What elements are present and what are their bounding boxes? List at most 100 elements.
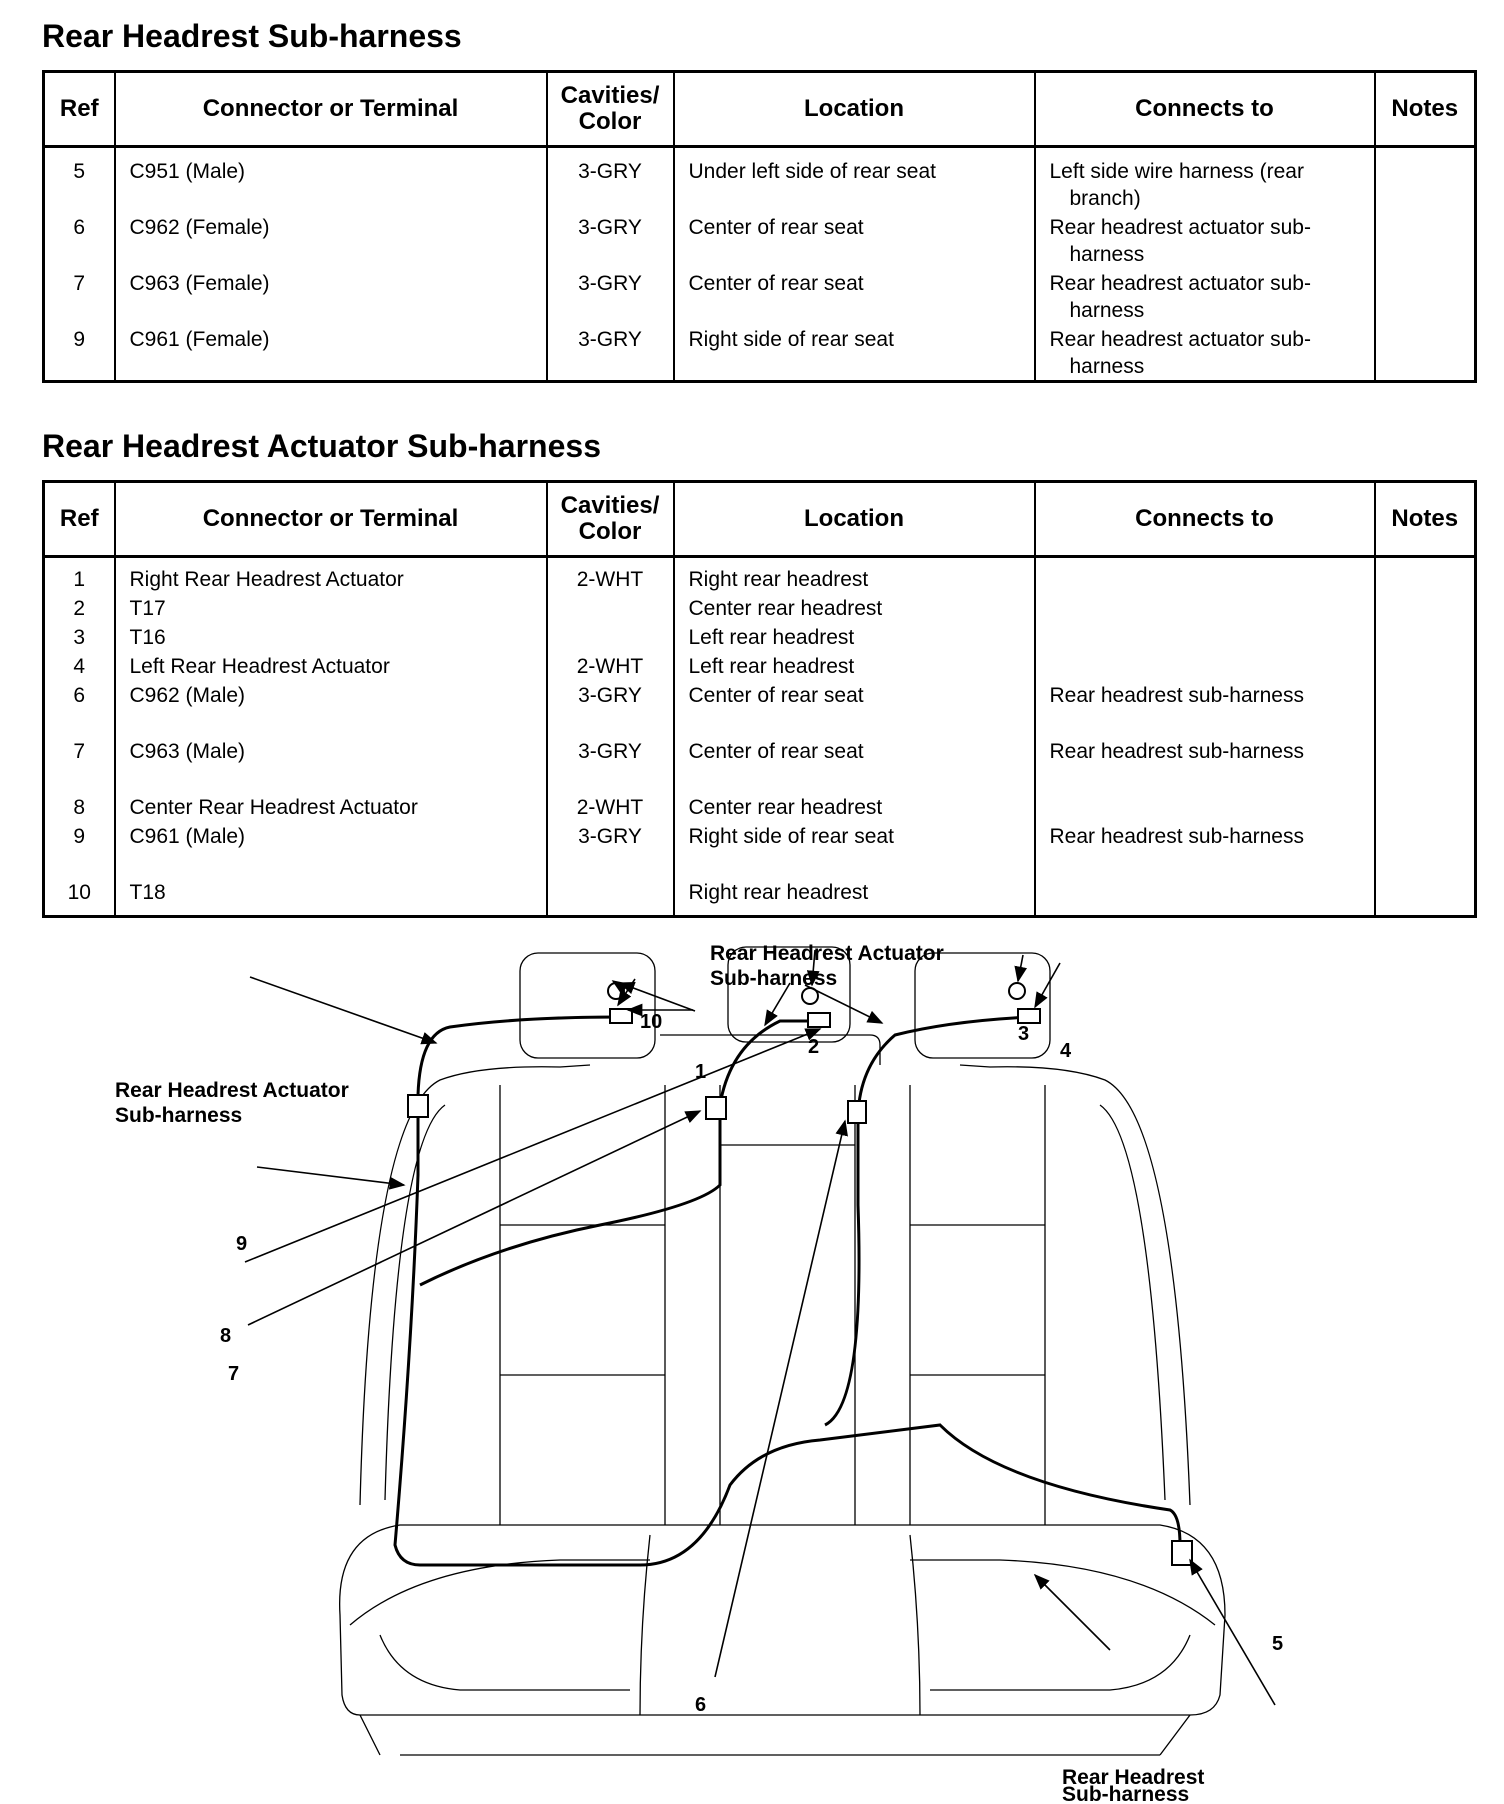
cell-notes bbox=[1373, 794, 1476, 823]
cell-ref: 6 bbox=[73, 684, 86, 707]
actuator-left-icon bbox=[1017, 1008, 1041, 1024]
cell-location: Center rear headrest bbox=[672, 595, 1035, 624]
table-header-row: Ref Connector or Terminal Cavities/ Colo… bbox=[43, 481, 1476, 558]
cell-location: Right rear headrest bbox=[672, 556, 1035, 595]
cell-location: Right rear headrest bbox=[672, 879, 1035, 917]
connectors bbox=[407, 982, 1193, 1566]
cell-location: Center of rear seat bbox=[672, 270, 1035, 326]
cell-ref: 8 bbox=[73, 796, 86, 819]
cell-location: Left rear headrest bbox=[672, 624, 1035, 653]
col-header-notes: Notes bbox=[1373, 481, 1476, 558]
label-headrest-bottom-line1: Rear Headrest bbox=[1062, 1766, 1204, 1789]
col-header-connects-to: Connects to bbox=[1033, 71, 1375, 148]
callout-4: 4 bbox=[1060, 1040, 1072, 1062]
callout-arrows bbox=[244, 949, 1276, 1706]
cell-ref: 5 bbox=[73, 160, 86, 183]
cell-connects-to bbox=[1033, 794, 1375, 823]
cell-cavities: 3-GRY bbox=[545, 214, 674, 270]
table-row: 2 T17 Center rear headrest bbox=[44, 595, 1476, 624]
cell-connector: C963 (Male) bbox=[113, 738, 547, 794]
actuator-right-icon bbox=[609, 1008, 633, 1024]
cell-location: Center of rear seat bbox=[672, 214, 1035, 270]
table-row: 4 Left Rear Headrest Actuator 2-WHT Left… bbox=[44, 653, 1476, 682]
cell-ref: 7 bbox=[73, 272, 86, 295]
cell-connects-to: Rear headrest actuator sub-harness bbox=[1033, 214, 1375, 270]
col-header-ref: Ref bbox=[43, 481, 115, 558]
cell-ref: 10 bbox=[67, 881, 91, 904]
cell-ref: 9 bbox=[73, 825, 86, 848]
cell-location: Center of rear seat bbox=[672, 738, 1035, 794]
headrest-subharness-table: Ref Connector or Terminal Cavities/ Colo… bbox=[42, 70, 1477, 383]
cell-connects-to: Rear headrest sub-harness bbox=[1033, 682, 1375, 738]
callout-2: 2 bbox=[808, 1036, 819, 1058]
cell-ref: 9 bbox=[73, 328, 86, 351]
cell-connector: C951 (Male) bbox=[113, 146, 547, 214]
cell-connector: T16 bbox=[113, 624, 547, 653]
col-header-location: Location bbox=[672, 481, 1035, 558]
cell-cavities: 3-GRY bbox=[545, 682, 674, 738]
col-header-connector: Connector or Terminal bbox=[113, 71, 547, 148]
cell-cavities: 3-GRY bbox=[545, 146, 674, 214]
table-row: 9 C961 (Male) 3-GRY Right side of rear s… bbox=[44, 823, 1476, 879]
cell-connector: Center Rear Headrest Actuator bbox=[113, 794, 547, 823]
cell-location: Right side of rear seat bbox=[672, 823, 1035, 879]
cell-notes bbox=[1373, 738, 1476, 794]
table-row: 1 Right Rear Headrest Actuator 2-WHT Rig… bbox=[44, 556, 1476, 595]
cell-notes bbox=[1373, 556, 1476, 595]
connector-9-icon bbox=[407, 1094, 429, 1118]
cell-cavities: 3-GRY bbox=[545, 326, 674, 382]
connector-7-icon bbox=[705, 1096, 727, 1120]
cell-connector: T17 bbox=[113, 595, 547, 624]
callout-9: 9 bbox=[236, 1233, 247, 1255]
table-row: 8 Center Rear Headrest Actuator 2-WHT Ce… bbox=[44, 794, 1476, 823]
cell-location: Center rear headrest bbox=[672, 794, 1035, 823]
terminal-t16-icon bbox=[1008, 982, 1026, 1000]
cell-location: Right side of rear seat bbox=[672, 326, 1035, 382]
section-title-headrest-subharness: Rear Headrest Sub-harness bbox=[42, 18, 462, 54]
label-actuator-left-line2: Sub-harness bbox=[115, 1104, 242, 1127]
cell-connects-to bbox=[1033, 624, 1375, 653]
cell-connector: C961 (Male) bbox=[113, 823, 547, 879]
label-actuator-top-line1: Rear Headrest Actuator bbox=[710, 942, 944, 965]
cell-connector: C962 (Female) bbox=[113, 214, 547, 270]
cell-notes bbox=[1373, 146, 1476, 214]
table-row: 7 C963 (Male) 3-GRY Center of rear seat … bbox=[44, 738, 1476, 794]
cell-location: Under left side of rear seat bbox=[672, 146, 1035, 214]
cell-notes bbox=[1373, 214, 1476, 270]
cell-connects-to bbox=[1033, 556, 1375, 595]
cell-notes bbox=[1373, 270, 1476, 326]
table-row: 10 T18 Right rear headrest bbox=[44, 879, 1476, 917]
callout-6: 6 bbox=[695, 1694, 706, 1716]
col-header-ref: Ref bbox=[43, 71, 115, 148]
wire-harness bbox=[393, 1015, 1182, 1567]
callout-3: 3 bbox=[1018, 1023, 1029, 1045]
cell-connector: Left Rear Headrest Actuator bbox=[113, 653, 547, 682]
cell-connects-to: Rear headrest sub-harness bbox=[1033, 738, 1375, 794]
connector-6-icon bbox=[847, 1100, 867, 1124]
actuator-subharness-table: Ref Connector or Terminal Cavities/ Colo… bbox=[42, 480, 1477, 918]
cell-ref: 2 bbox=[73, 597, 86, 620]
col-header-connects-to: Connects to bbox=[1033, 481, 1375, 558]
col-header-location: Location bbox=[672, 71, 1035, 148]
cell-connector: C961 (Female) bbox=[113, 326, 547, 382]
cell-notes bbox=[1373, 326, 1476, 382]
cell-ref: 7 bbox=[73, 740, 86, 763]
cell-cavities bbox=[545, 624, 674, 653]
cell-location: Center of rear seat bbox=[672, 682, 1035, 738]
table-row: 6 C962 (Male) 3-GRY Center of rear seat … bbox=[44, 682, 1476, 738]
cell-cavities bbox=[545, 595, 674, 624]
cell-notes bbox=[1373, 624, 1476, 653]
col-header-cavities: Cavities/ Color bbox=[545, 71, 674, 148]
cell-connects-to bbox=[1033, 879, 1375, 917]
cell-ref: 3 bbox=[73, 626, 86, 649]
table-row: 7 C963 (Female) 3-GRY Center of rear sea… bbox=[44, 270, 1476, 326]
cell-cavities: 2-WHT bbox=[545, 794, 674, 823]
callout-1: 1 bbox=[695, 1061, 706, 1083]
cell-connects-to: Rear headrest sub-harness bbox=[1033, 823, 1375, 879]
cell-notes bbox=[1373, 823, 1476, 879]
cell-cavities: 3-GRY bbox=[545, 270, 674, 326]
callout-7: 7 bbox=[228, 1363, 239, 1385]
rear-seat-outline bbox=[339, 946, 1226, 1756]
cell-connects-to bbox=[1033, 595, 1375, 624]
connector-5-icon bbox=[1171, 1540, 1193, 1566]
